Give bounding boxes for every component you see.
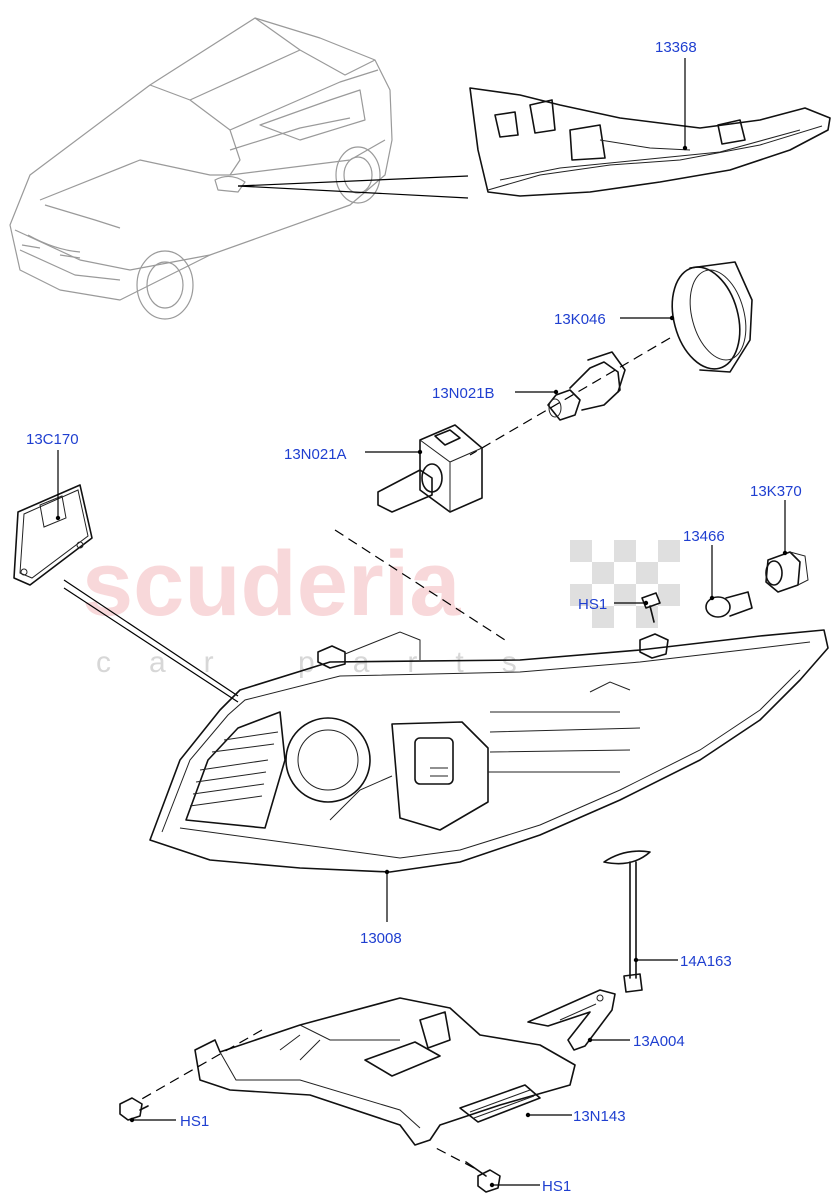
vehicle-illustration <box>9 17 393 320</box>
part-headlamp-assembly <box>149 629 829 873</box>
callout-13N021A: 13N021A <box>284 446 347 463</box>
dashed-assembly-line-2 <box>334 529 506 641</box>
part-side-repeater-lamp <box>469 87 831 197</box>
leader-13C170-to-lamp-2 <box>63 587 239 703</box>
part-screw-bottom <box>465 1161 501 1193</box>
callout-13368: 13368 <box>655 39 697 56</box>
watermark-tagline: car parts <box>96 646 555 679</box>
callout-13C170: 13C170 <box>26 431 79 448</box>
dashed-assembly-line-4 <box>431 1145 475 1169</box>
part-screw-left <box>119 1097 149 1121</box>
callout-13K046: 13K046 <box>554 311 606 328</box>
checker-flag-icon <box>570 540 680 628</box>
callout-HS1-bottom: HS1 <box>542 1178 571 1195</box>
part-ballast-cover <box>13 484 93 586</box>
callout-HS1-top: HS1 <box>578 596 607 613</box>
callout-13K370: 13K370 <box>750 483 802 500</box>
part-bulb-socket <box>765 551 809 593</box>
dashed-assembly-line-1 <box>469 337 671 456</box>
callout-13466: 13466 <box>683 528 725 545</box>
part-bulb-cover-cap <box>671 261 753 373</box>
part-bulb-h7 <box>547 351 626 421</box>
leader-13C170-to-lamp-1 <box>63 579 239 697</box>
dashed-assembly-line-3 <box>139 1029 263 1101</box>
callout-13008: 13008 <box>360 930 402 947</box>
callout-13N021B: 13N021B <box>432 385 495 402</box>
part-lower-support-bracket <box>194 997 576 1146</box>
callout-14A163: 14A163 <box>680 953 732 970</box>
callout-13N143: 13N143 <box>573 1108 626 1125</box>
part-side-bulb <box>705 591 753 618</box>
callout-HS1-left: HS1 <box>180 1113 209 1130</box>
leader-mirror-top <box>237 175 469 187</box>
part-cable-tie <box>603 850 651 993</box>
leader-mirror-bottom <box>237 185 469 199</box>
part-bulb-xenon <box>377 424 483 513</box>
part-mounting-bracket <box>527 989 616 1051</box>
watermark-brand: scuderia <box>82 533 461 635</box>
callout-13A004: 13A004 <box>633 1033 685 1050</box>
watermark: scuderia car parts <box>82 533 680 679</box>
